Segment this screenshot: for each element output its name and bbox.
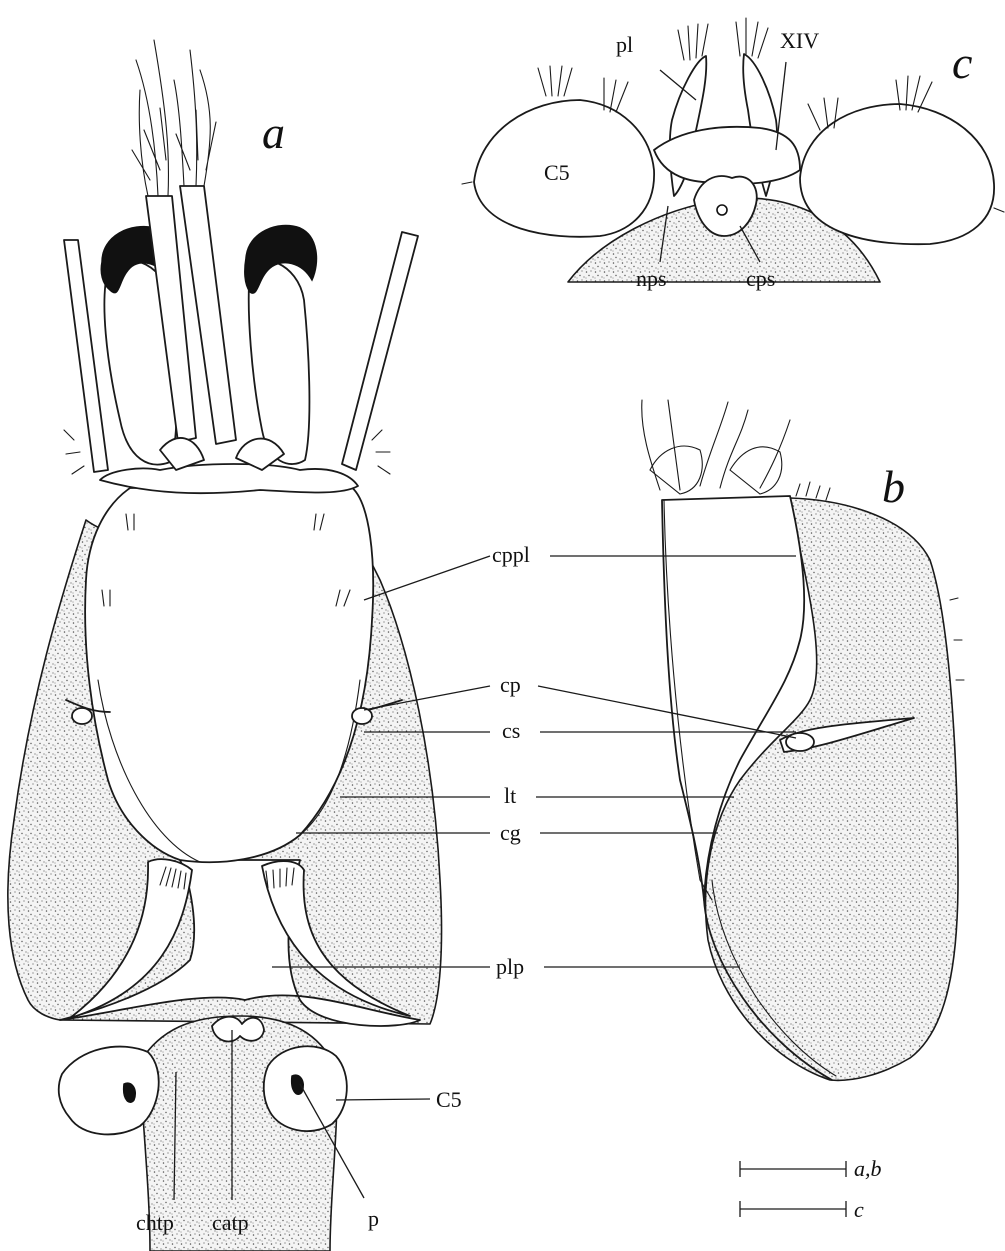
- scale-bar-c: [740, 1201, 846, 1217]
- label-pl: pl: [616, 32, 633, 57]
- carapace-plate-left: [72, 708, 92, 724]
- label-cp: cp: [500, 672, 521, 697]
- lateral-plate-cp: [786, 733, 814, 751]
- antennule-flagella: [132, 40, 216, 196]
- panel-label-b: b: [882, 461, 905, 512]
- label-cg: cg: [500, 820, 521, 845]
- gonopore-c: [717, 205, 727, 215]
- label-cppl: cppl: [492, 542, 530, 567]
- label-c5-c: C5: [544, 160, 570, 185]
- label-lt: lt: [504, 783, 516, 808]
- scale-label-ab: a,b: [854, 1156, 882, 1181]
- scale-bar-ab: [740, 1161, 846, 1177]
- antenna-right: [342, 232, 418, 470]
- label-chtp: chtp: [136, 1210, 174, 1235]
- eyestalk-right: [249, 260, 310, 464]
- coxa-c5-right: [800, 104, 994, 244]
- penis-left: [124, 1083, 136, 1102]
- coxa-left: [59, 1047, 159, 1135]
- label-p: p: [368, 1206, 379, 1231]
- label-plp: plp: [496, 954, 524, 979]
- scale-label-c: c: [854, 1197, 864, 1222]
- panel-label-a: a: [262, 107, 285, 158]
- panel-c-drawing: [462, 18, 1004, 282]
- label-c5-a: C5: [436, 1087, 462, 1112]
- label-cps: cps: [746, 266, 775, 291]
- label-catp: catp: [212, 1210, 249, 1235]
- coxa-right: [264, 1046, 347, 1131]
- coxal-tubercles: [212, 1017, 264, 1042]
- label-cs: cs: [502, 718, 520, 743]
- panel-b-drawing: [642, 400, 964, 1080]
- label-nps: nps: [636, 266, 667, 291]
- panel-label-c: c: [952, 37, 972, 88]
- carapace-plate-right: [352, 708, 372, 724]
- panel-a-drawing: [8, 40, 442, 1251]
- penis-right: [292, 1075, 304, 1094]
- cephalic-front: [100, 464, 358, 493]
- label-xiv: XIV: [780, 28, 819, 53]
